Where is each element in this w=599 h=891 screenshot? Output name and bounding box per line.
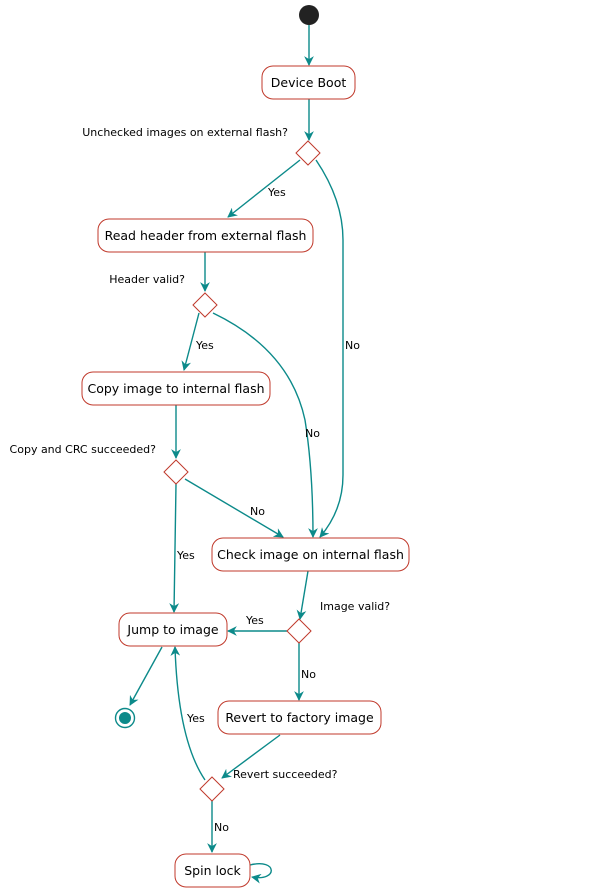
edge-label-copy-no: No	[250, 505, 265, 518]
edge-check-to-valid	[296, 570, 309, 620]
node-device-boot: Device Boot	[261, 65, 356, 100]
svg-text:Copy image to internal flash: Copy image to internal flash	[87, 381, 264, 396]
svg-text:Jump to image: Jump to image	[126, 622, 218, 637]
label-image-valid: Image valid?	[320, 600, 390, 613]
end-node	[114, 707, 136, 729]
edge-label-unchecked-no: No	[345, 339, 360, 352]
edge-label-revert-no: No	[214, 821, 229, 834]
edge-header-yes	[181, 312, 200, 371]
label-header-valid: Header valid?	[109, 273, 185, 286]
decision-image-valid	[286, 618, 312, 644]
label-unchecked-images: Unchecked images on external flash?	[82, 126, 288, 139]
edge-label-copy-yes: Yes	[176, 549, 195, 562]
svg-text:Check image on internal flash: Check image on internal flash	[217, 547, 404, 562]
edge-copy-yes	[169, 483, 180, 613]
svg-text:Revert to factory image: Revert to factory image	[225, 710, 374, 725]
node-check-image: Check image on internal flash	[211, 537, 410, 572]
edge-label-image-yes: Yes	[245, 614, 264, 627]
label-copy-crc: Copy and CRC succeeded?	[10, 443, 157, 456]
node-copy-image: Copy image to internal flash	[81, 371, 271, 406]
edge-spin-self	[249, 863, 272, 884]
svg-text:Spin lock: Spin lock	[184, 863, 241, 878]
decision-revert-succeeded	[199, 776, 225, 802]
decision-unchecked-images	[295, 140, 321, 166]
edge-label-image-no: No	[301, 668, 316, 681]
node-revert-factory: Revert to factory image	[217, 700, 382, 735]
edge-unchecked-no	[315, 159, 344, 538]
edge-label-unchecked-yes: Yes	[267, 186, 286, 199]
edge-label-header-no: No	[305, 427, 320, 440]
node-jump-to-image: Jump to image	[118, 612, 228, 647]
edge-label-header-yes: Yes	[195, 339, 214, 352]
svg-text:Device Boot: Device Boot	[271, 75, 347, 90]
edge-copy-no	[184, 478, 284, 538]
start-node	[299, 5, 319, 25]
edge-header-no	[212, 312, 318, 538]
edge-jump-to-end	[129, 646, 163, 706]
edge-revert-yes	[170, 646, 206, 781]
edge-label-revert-yes: Yes	[186, 712, 205, 725]
decision-copy-crc	[163, 459, 189, 485]
edge-revert-to-decision	[221, 734, 281, 779]
node-read-header: Read header from external flash	[97, 218, 314, 253]
edge-unchecked-yes	[227, 159, 301, 218]
svg-text:Read header from external flas: Read header from external flash	[105, 228, 307, 243]
decision-header-valid	[192, 292, 218, 318]
node-spin-lock: Spin lock	[174, 853, 251, 888]
label-revert-succeeded: Revert succeeded?	[233, 768, 338, 781]
